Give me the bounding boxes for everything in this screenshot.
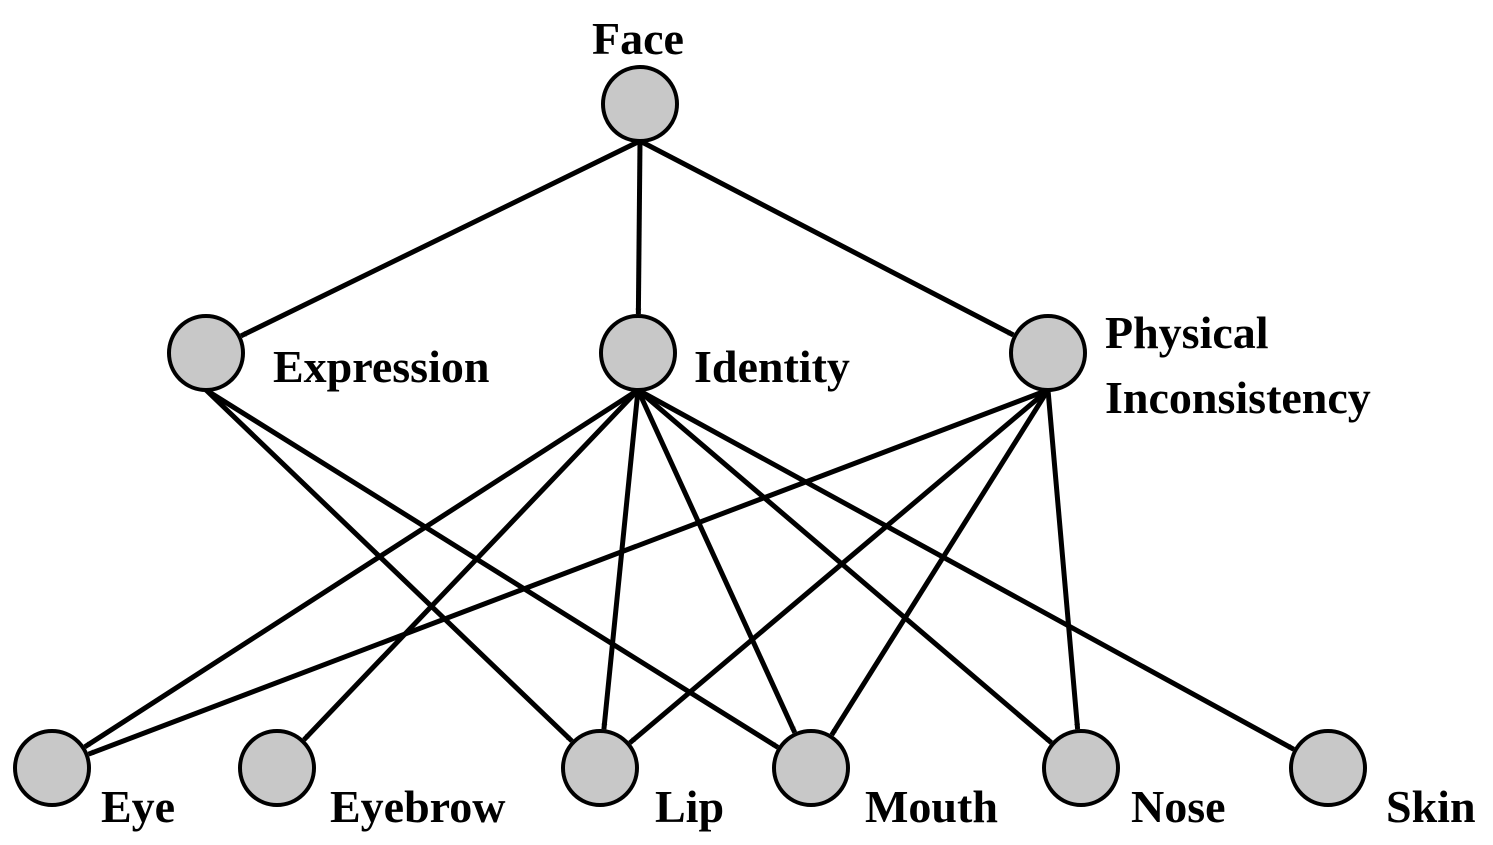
node-face	[601, 65, 679, 143]
edge-face-to-expression	[239, 138, 642, 339]
edge-identity-to-eye	[83, 387, 640, 749]
node-label-nose: Nose	[1131, 781, 1226, 832]
edge-face-to-physical	[638, 138, 1015, 338]
node-lip	[561, 729, 639, 807]
edge-physical-to-lip	[628, 388, 1050, 745]
node-eye	[13, 729, 91, 807]
node-expression	[167, 314, 245, 392]
node-skin	[1289, 729, 1367, 807]
nodes-layer	[13, 65, 1367, 807]
edge-face-to-identity	[635, 140, 643, 315]
node-label-expression: Expression	[273, 341, 489, 392]
node-identity	[599, 314, 677, 392]
edge-physical-to-eye	[87, 387, 1049, 757]
edge-identity-to-skin	[636, 387, 1295, 752]
edge-identity-to-eyebrow	[302, 388, 640, 742]
node-label-identity: Identity	[694, 341, 850, 392]
node-eyebrow	[238, 729, 316, 807]
node-mouth	[772, 729, 850, 807]
node-label-face: Face	[592, 13, 684, 64]
node-label-skin: Skin	[1386, 781, 1476, 832]
edge-identity-to-lip	[601, 389, 641, 730]
node-physical	[1009, 314, 1087, 392]
node-label-physical-line-1: Physical	[1105, 307, 1269, 358]
edge-expression-to-mouth	[204, 387, 780, 750]
node-label-lip: Lip	[655, 781, 724, 832]
node-label-eyebrow: Eyebrow	[330, 781, 506, 832]
edge-expression-to-lip	[204, 388, 574, 743]
node-label-physical-line-2: Inconsistency	[1105, 372, 1371, 423]
edge-physical-to-mouth	[829, 388, 1051, 737]
edge-physical-to-nose	[1045, 389, 1081, 730]
edge-identity-to-nose	[636, 388, 1053, 745]
node-label-mouth: Mouth	[865, 781, 998, 832]
edge-identity-to-mouth	[635, 388, 798, 734]
node-nose	[1042, 729, 1120, 807]
node-label-eye: Eye	[101, 781, 175, 832]
edges-layer	[83, 138, 1295, 757]
